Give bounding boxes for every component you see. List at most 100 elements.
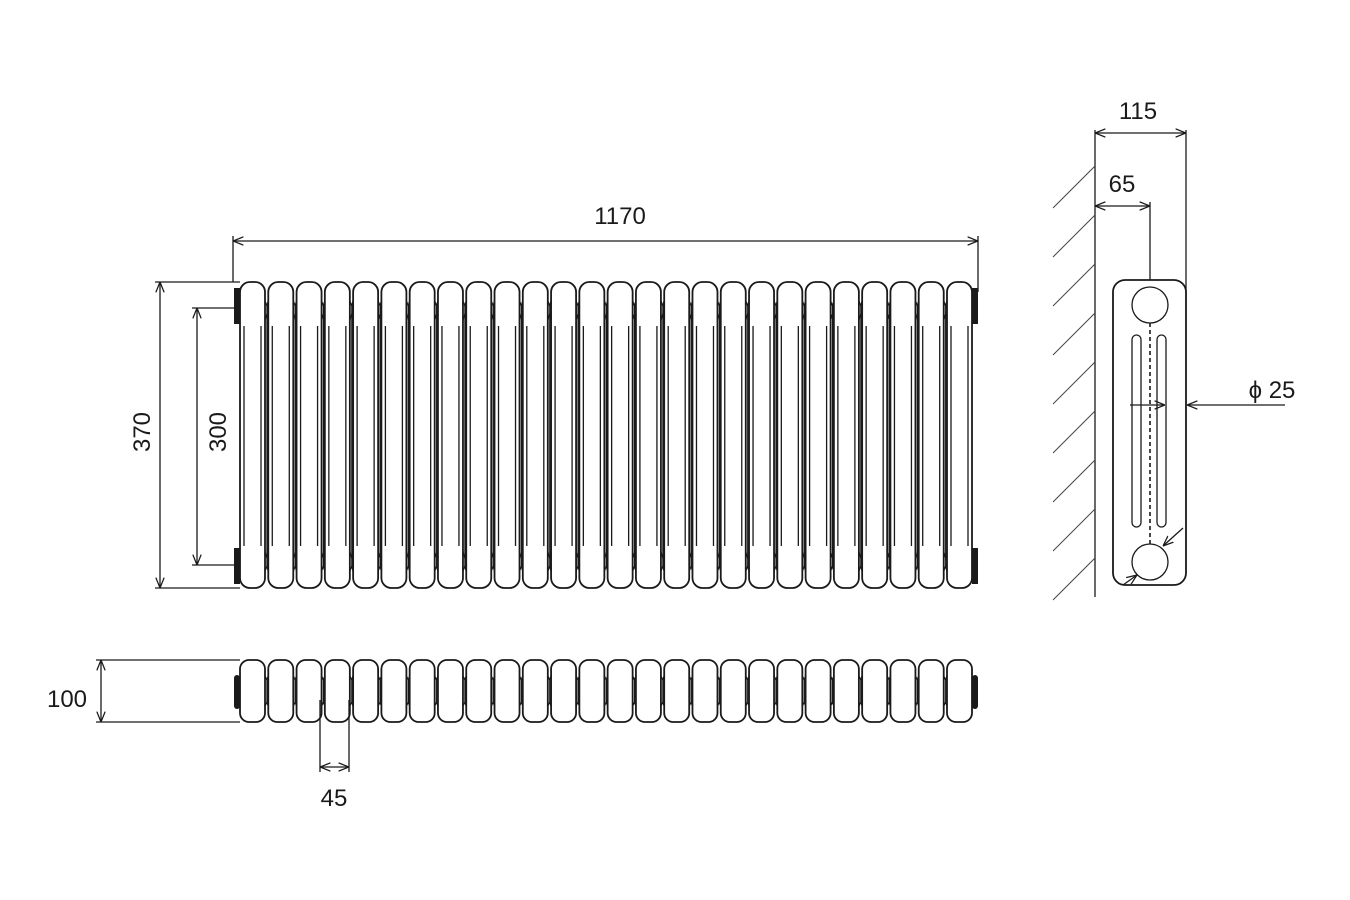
radiator-column xyxy=(521,281,553,589)
column-tube xyxy=(437,281,464,589)
column-tube xyxy=(776,281,804,589)
top-view xyxy=(234,659,978,723)
column-section xyxy=(550,659,577,723)
radiator-column xyxy=(437,281,468,589)
column-tube xyxy=(832,281,860,589)
dimension-overall-height: 370 xyxy=(129,281,240,589)
column-section xyxy=(437,659,464,723)
column-tube xyxy=(606,281,634,589)
radiator-column-top xyxy=(635,659,666,723)
column-tube xyxy=(380,281,408,589)
hatch-line xyxy=(1052,263,1096,307)
dimension-pipe-centres: 300 xyxy=(192,307,238,566)
column-section xyxy=(776,659,804,723)
dimension-label-wall-centre: 65 xyxy=(1109,171,1136,198)
radiator-column-top xyxy=(606,659,638,723)
radiator-column-top xyxy=(889,659,921,723)
radiator-column-top xyxy=(437,659,468,723)
side-view: 115 65 ϕ 25 xyxy=(1052,98,1296,601)
column-section xyxy=(635,659,662,723)
radiator-column xyxy=(352,281,384,589)
wall-hatching xyxy=(1052,165,1096,601)
column-tube xyxy=(323,281,351,589)
slot xyxy=(1156,334,1167,528)
radiator-column xyxy=(719,281,751,589)
dimension-label-wall-front: 115 xyxy=(1119,98,1157,125)
dimension-label-depth: 100 xyxy=(47,686,87,713)
column-tube xyxy=(748,281,775,589)
radiator-column-top xyxy=(748,659,779,723)
radiator-column xyxy=(917,281,949,589)
radiator-column xyxy=(465,281,497,589)
column-section xyxy=(578,659,606,723)
end-plug xyxy=(972,675,978,709)
column-section xyxy=(295,659,323,723)
radiator-column-top xyxy=(521,659,553,723)
column-tube xyxy=(465,281,493,589)
column-tube xyxy=(917,281,945,589)
end-plug xyxy=(972,548,978,584)
column-section xyxy=(323,659,351,723)
radiator-column xyxy=(889,281,921,589)
column-tube xyxy=(889,281,917,589)
column-section xyxy=(691,659,719,723)
radiator-column xyxy=(408,281,440,589)
column-section xyxy=(832,659,860,723)
radiator-column xyxy=(748,281,779,589)
column-section xyxy=(380,659,408,723)
column-tube xyxy=(804,281,832,589)
column-section xyxy=(889,659,917,723)
radiator-column-top xyxy=(578,659,610,723)
radiator-column-top xyxy=(550,659,581,723)
column-section xyxy=(719,659,747,723)
radiator-column-top xyxy=(323,659,355,723)
radiator-column-top xyxy=(465,659,497,723)
column-tube xyxy=(691,281,719,589)
column-section xyxy=(861,659,889,723)
radiator-column xyxy=(832,281,864,589)
column-section xyxy=(465,659,493,723)
column-tube xyxy=(493,281,521,589)
slot xyxy=(1131,334,1142,528)
column-tube xyxy=(719,281,747,589)
end-plug xyxy=(234,675,240,709)
radiator-column xyxy=(295,281,327,589)
column-section xyxy=(804,659,832,723)
radiator-column-top xyxy=(719,659,751,723)
column-tube xyxy=(295,281,323,589)
column-section xyxy=(606,659,634,723)
dimension-column-pitch: 45 xyxy=(319,700,350,812)
radiator-column-top xyxy=(295,659,327,723)
radiator-column xyxy=(635,281,666,589)
column-section xyxy=(521,659,549,723)
radiator-column-top xyxy=(804,659,836,723)
column-tube xyxy=(946,281,973,589)
radiator-column-top xyxy=(663,659,695,723)
end-plug xyxy=(234,548,240,584)
radiator-column-top xyxy=(408,659,440,723)
column-section xyxy=(408,659,436,723)
radiator-column-top xyxy=(861,659,893,723)
radiator-column xyxy=(493,281,525,589)
hatch-line xyxy=(1052,508,1096,552)
column-section xyxy=(946,659,973,723)
section-body xyxy=(1112,279,1187,586)
dimension-label-pipe-diameter: ϕ 25 xyxy=(1249,377,1296,404)
dimension-overall-length: 1170 xyxy=(232,203,979,292)
column-tube xyxy=(267,281,295,589)
radiator-column xyxy=(323,281,355,589)
radiator-column-top xyxy=(917,659,949,723)
end-plug xyxy=(972,288,978,324)
column-tube xyxy=(408,281,436,589)
column-section xyxy=(352,659,380,723)
dimension-depth: 100 xyxy=(47,659,240,723)
radiator-column-top xyxy=(691,659,723,723)
column-section xyxy=(239,659,266,723)
radiator-column xyxy=(380,281,412,589)
dimension-label-length: 1170 xyxy=(594,203,646,230)
hatch-line xyxy=(1052,557,1096,601)
radiator-column-top xyxy=(239,659,270,723)
column-tube xyxy=(578,281,606,589)
radiator-column xyxy=(861,281,893,589)
